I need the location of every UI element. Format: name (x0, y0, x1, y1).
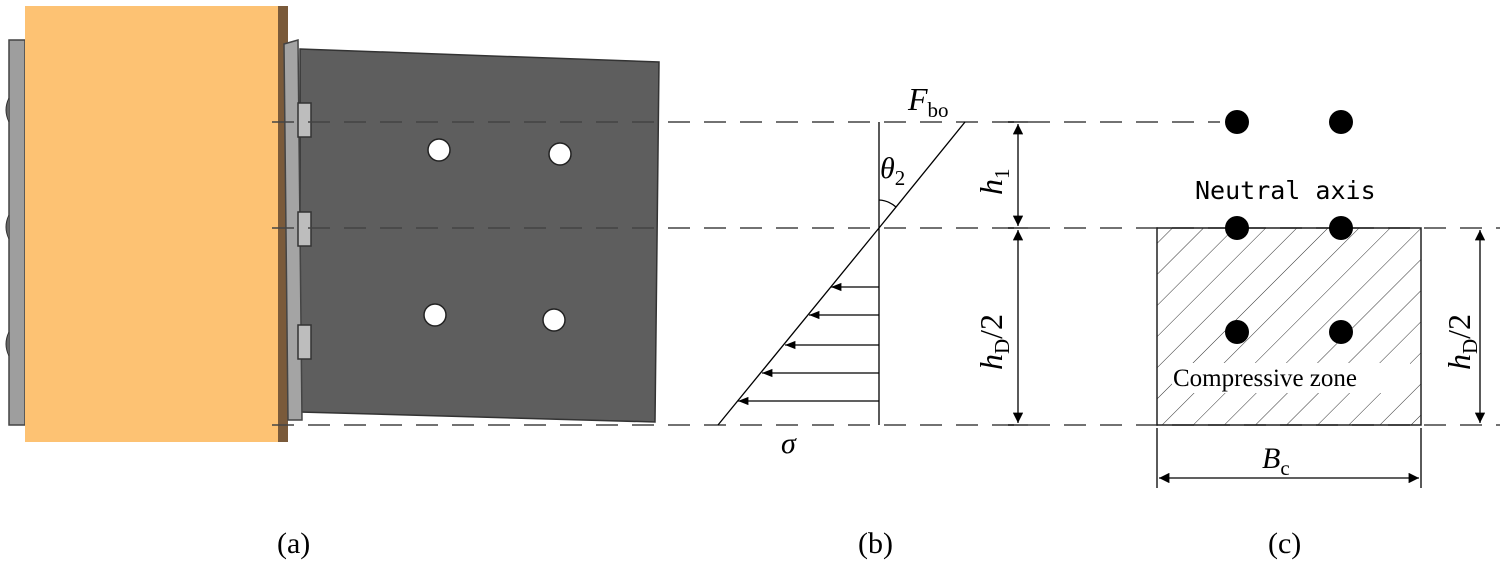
stress-triangle-hypotenuse (717, 227, 880, 426)
beam-hole (423, 303, 447, 327)
stress-label: σ (781, 427, 797, 460)
bolt (1329, 216, 1353, 240)
angle-label: θ2 (880, 152, 905, 190)
beam (299, 48, 660, 423)
column-flange (278, 6, 288, 442)
caption-a: (a) (277, 527, 310, 560)
left-end-plate (8, 39, 26, 426)
h1-label: h1 (973, 169, 1014, 196)
bolt (1225, 110, 1249, 134)
upper-inclined-line (878, 121, 966, 229)
left-bolt-head (5, 331, 10, 357)
theta-arc (878, 199, 897, 208)
bolt (1329, 320, 1353, 344)
bolt (1225, 320, 1249, 344)
bolt-head (297, 102, 312, 138)
bolt-head (297, 324, 312, 360)
left-bolt-head (5, 97, 10, 123)
beam-hole (548, 142, 572, 166)
caption-c: (c) (1268, 527, 1301, 560)
panel-a (5, 6, 660, 442)
dimension-width (1156, 428, 1422, 488)
panel-c (1156, 110, 1486, 488)
bolt (1225, 216, 1249, 240)
stress-arrows (738, 282, 879, 406)
force-label: Fbo (907, 81, 949, 122)
width-label: Bc (1262, 442, 1290, 480)
caption-b: (b) (858, 527, 893, 560)
column (25, 6, 278, 442)
panel-b (717, 121, 1028, 426)
beam-hole (542, 308, 566, 332)
compressive-zone-area (1156, 227, 1422, 426)
dimension-b (1008, 121, 1028, 426)
neutral-axis-label: Neutral axis (1195, 176, 1376, 205)
hd-half-label-b: hD/2 (973, 314, 1014, 370)
left-bolt-head (5, 214, 10, 240)
bolt-head (297, 211, 312, 247)
beam-hole (427, 138, 451, 162)
bolt (1329, 110, 1353, 134)
hd-half-label-c: hD/2 (1441, 314, 1482, 370)
compressive-zone-label: Compressive zone (1173, 365, 1357, 392)
compressive-label-backdrop (1172, 363, 1410, 393)
